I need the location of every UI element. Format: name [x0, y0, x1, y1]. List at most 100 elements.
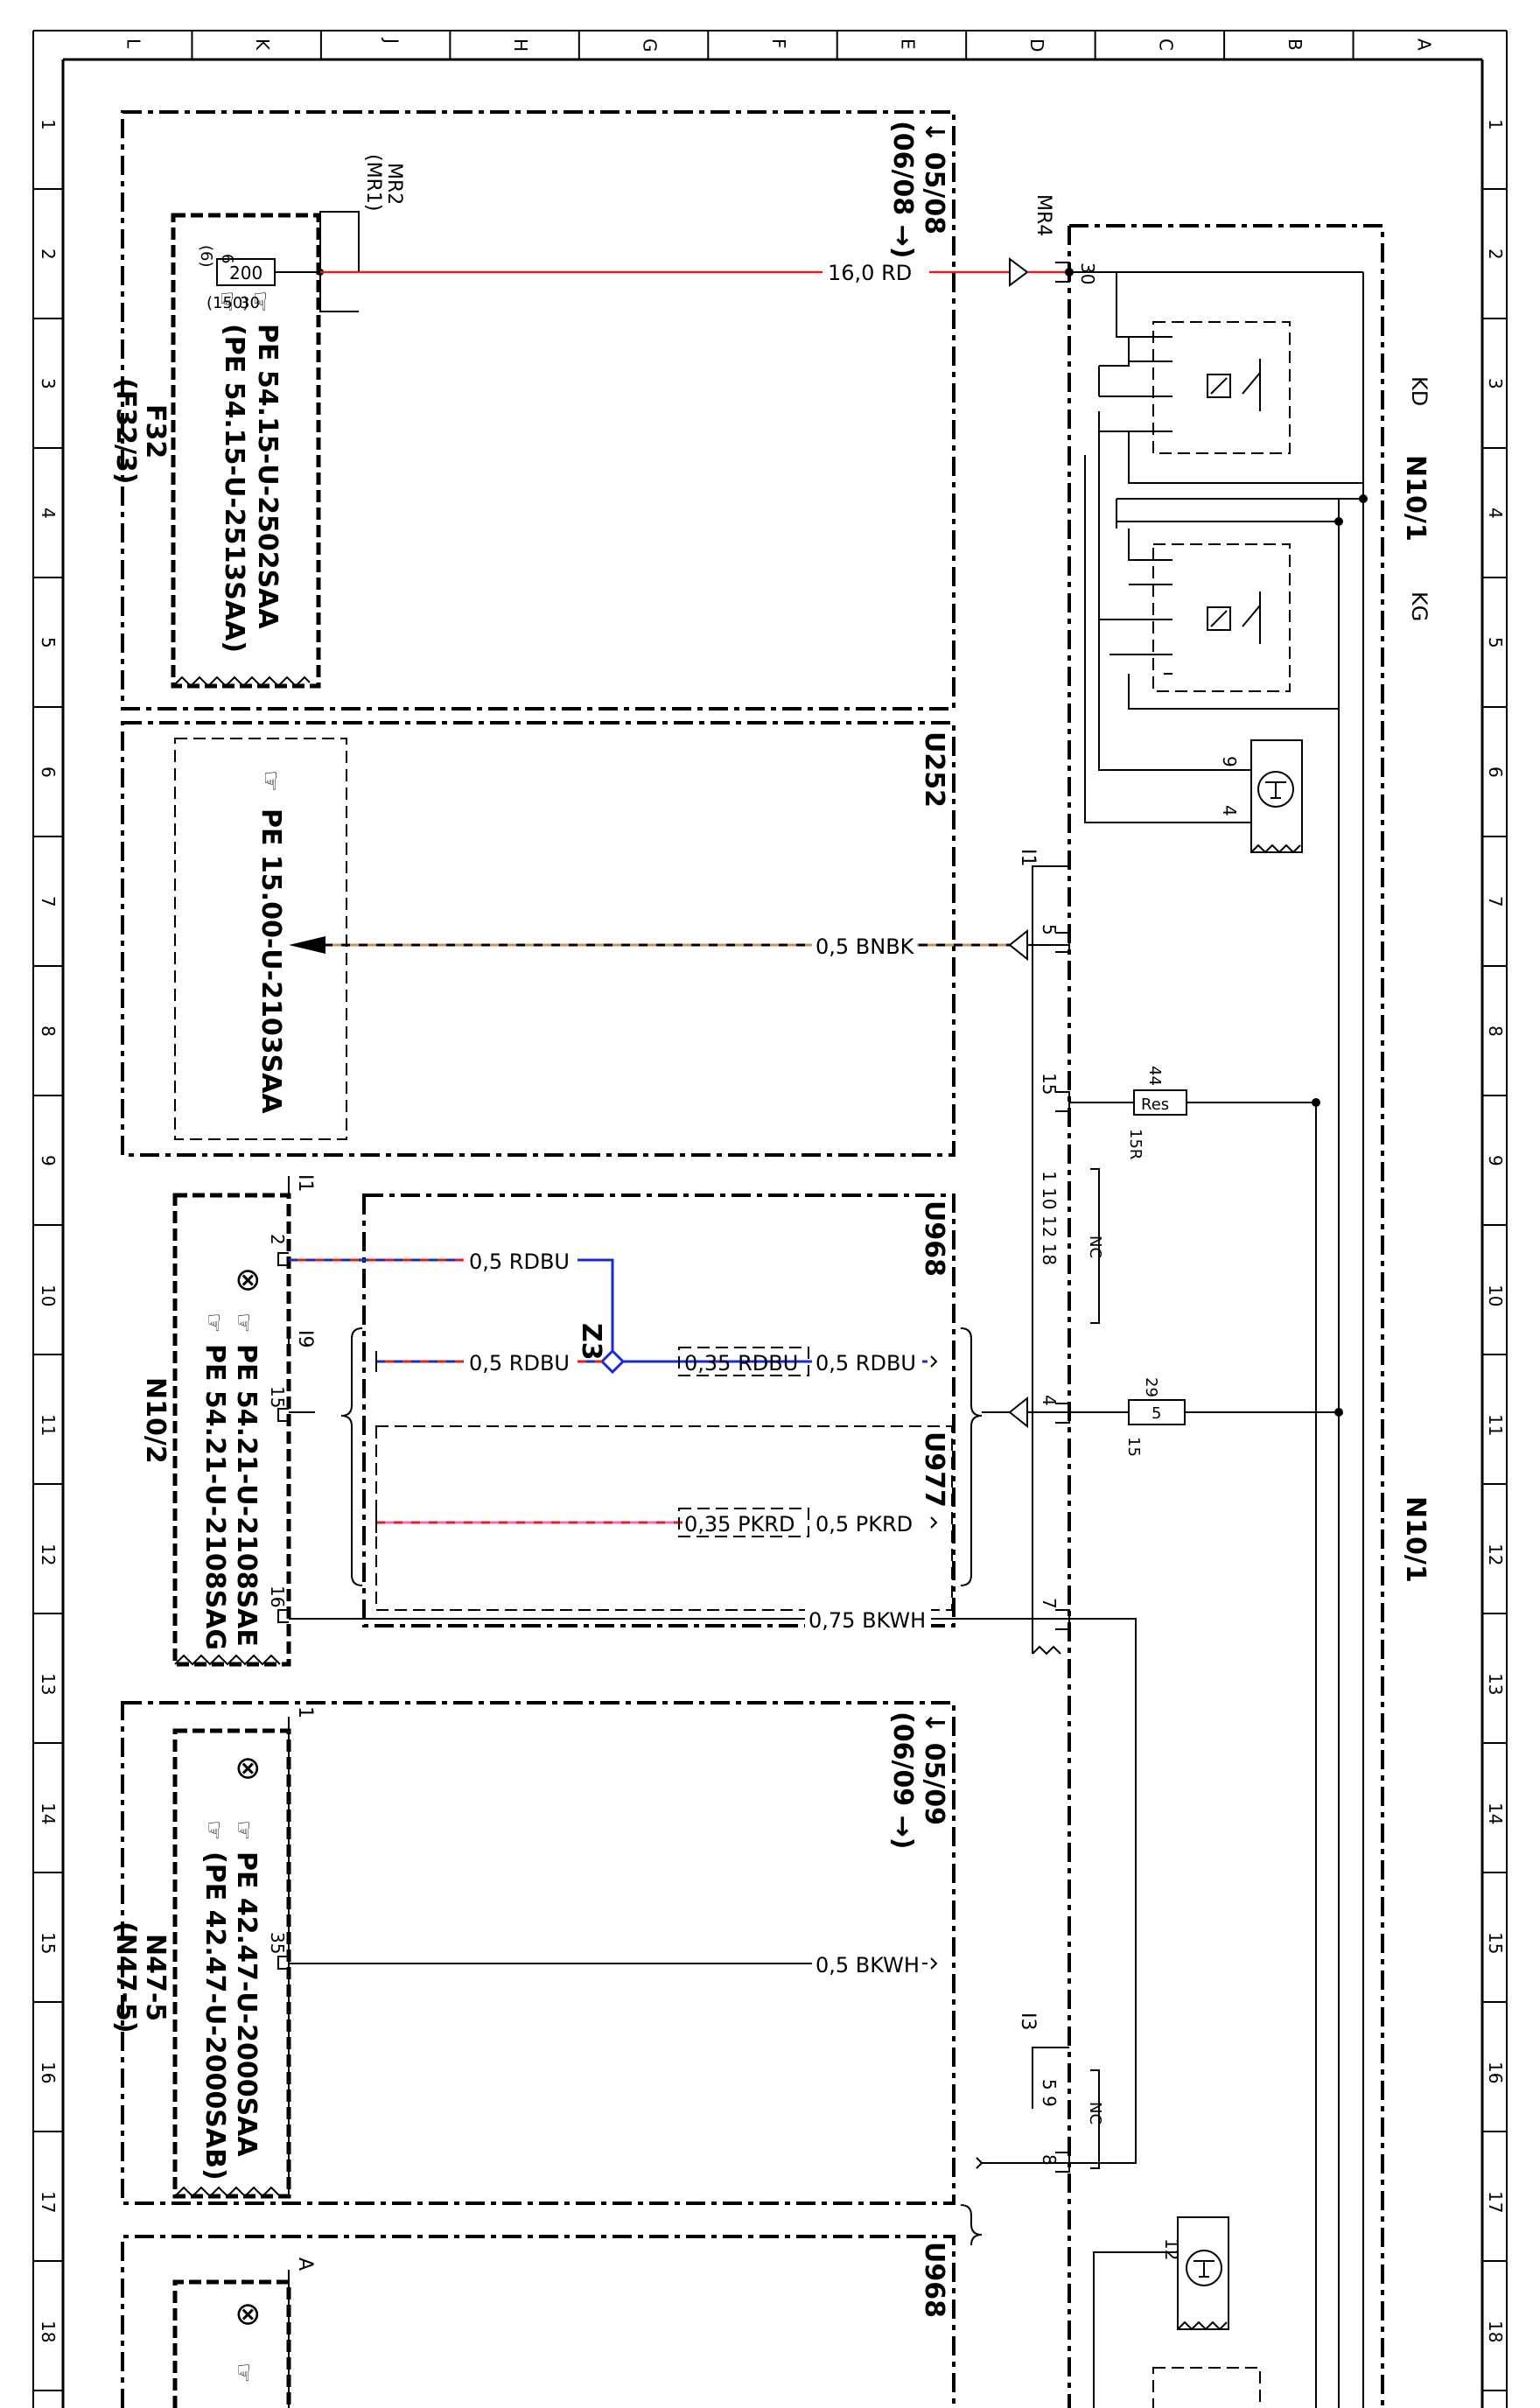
fuse-num: 29 — [1142, 1377, 1160, 1397]
f32-alt-label: (F32/3) — [110, 378, 141, 485]
fuse-value: 200 — [229, 262, 262, 284]
manual-icon: ☞ — [230, 2362, 256, 2383]
column-label-d: D — [1026, 38, 1047, 52]
row-label-right-9: 9 — [1485, 1155, 1506, 1166]
transistor-icon: ⊗ — [230, 2301, 266, 2328]
pin-7: 7 — [1039, 1598, 1060, 1609]
row-label-left-9: 9 — [38, 1155, 59, 1166]
manual-icon: ☞ — [230, 1312, 256, 1333]
wire-label: 0,35 RDBU — [684, 1351, 798, 1376]
relay-kd — [1098, 272, 1291, 454]
n10-2-module: N10/2 ⊗ ☞ ☞ PE 54.21-U-2108SAE PE 54.21-… — [140, 1174, 316, 1667]
frame — [32, 30, 1508, 2408]
pin-2: 2 — [267, 1234, 288, 1245]
column-label-j: J — [382, 37, 402, 44]
relay-kg — [1099, 528, 1291, 692]
fuse-pin-bottom: 30 — [240, 294, 260, 312]
n47-5-ref1: PE 42.47-U-2000SAA — [231, 1852, 262, 2157]
transistor-lower: 12 — [1161, 2216, 1229, 2331]
row-label-left-11: 11 — [38, 1414, 59, 1436]
wire-label: 0,75 BKWH — [808, 1608, 926, 1633]
n10-1-label: N10/1 — [1400, 455, 1431, 542]
row-label-right-7: 7 — [1485, 896, 1506, 907]
row-label-right-15: 15 — [1485, 1932, 1506, 1954]
fuse-pin-bottom-alt: (150) — [206, 294, 248, 312]
wire-label: 16,0 RD — [828, 261, 912, 285]
n47-5-date-bottom: (06/09 →) — [887, 1712, 918, 1849]
u252-ref: PE 15.00-U-2103SAA — [256, 808, 286, 1114]
u968-lower-module: U968 A ⊗ ☞ — [121, 2204, 983, 2408]
f32-module: ↓ 05/08 (06/08 →) F32 (F32/3) PE 54.15-U… — [110, 110, 956, 710]
manual-icon: ☞ — [230, 1820, 256, 1840]
column-label-k: K — [252, 38, 273, 51]
fuse-symbol — [216, 258, 276, 286]
wire-label: 0,5 RDBU — [469, 1351, 570, 1376]
manual-icon: ☞ — [213, 290, 242, 312]
row-label-right-14: 14 — [1485, 1802, 1506, 1824]
transistor-driver: 9 4 — [1219, 739, 1303, 854]
pin-15-left: 15 — [267, 1386, 288, 1408]
mr1-label: (MR1) — [362, 154, 384, 211]
connector-i1: I1 — [1017, 849, 1039, 867]
pin-4: 4 — [1219, 805, 1240, 816]
u252-label: U252 — [919, 732, 949, 808]
manual-icon: ☞ — [246, 290, 275, 312]
fuse-sub: 15 — [1124, 1437, 1143, 1457]
row-label-left-14: 14 — [38, 1802, 59, 1824]
mr2-label: MR2 — [383, 163, 405, 205]
column-label-e: E — [897, 38, 918, 50]
wire-label: 0,5 RDBU — [469, 1250, 570, 1274]
wire-035-rdbu: 0,35 RDBU 0,5 RDBU — [623, 1347, 938, 1376]
pin-35: 35 — [267, 1932, 288, 1954]
column-label-g: G — [640, 38, 661, 52]
u977-label: U977 — [919, 1432, 949, 1508]
pin-4-n10: 4 — [1039, 1395, 1060, 1406]
n47-5-alt-label: (N47-5) — [110, 1922, 141, 2034]
wire-05-bnbk: 0,5 BNBK 5 — [289, 924, 1069, 962]
nc-label-2: NC — [1086, 2102, 1104, 2124]
row-label-left-5: 5 — [38, 637, 59, 648]
wire-label: 0,5 BNBK — [816, 934, 915, 959]
mr4-label: MR4 — [1032, 194, 1054, 236]
row-label-left-2: 2 — [38, 248, 59, 260]
f32-date-bottom: (06/08 →) — [887, 121, 918, 258]
row-dividers — [33, 188, 1507, 2391]
pin-16: 16 — [267, 1586, 288, 1607]
row-label-right-5: 5 — [1485, 637, 1506, 648]
row-label-right-13: 13 — [1485, 1673, 1506, 1695]
pin-5: 5 — [1039, 924, 1060, 935]
column-label-b: B — [1284, 38, 1306, 51]
n10-1-module: N10/1 N10/1 KD KG 30 — [1017, 224, 1432, 2408]
column-dividers — [191, 31, 1354, 60]
fuse-5a — [1128, 1399, 1186, 1425]
row-label-right-8: 8 — [1485, 1026, 1506, 1037]
row-label-right-1: 1 — [1485, 119, 1506, 130]
row-label-left-13: 13 — [38, 1673, 59, 1695]
wire-16-rd: 16,0 RD MR4 — [320, 194, 1069, 287]
nc-pins-1: 1 10 12 18 — [1039, 1171, 1060, 1265]
f32-date-top: ↓ 05/08 — [919, 121, 949, 234]
row-label-left-18: 18 — [38, 2320, 59, 2342]
n10-1-label: N10/1 — [1400, 1496, 1431, 1583]
n47-5-ref2: (PE 42.47-U-2000SAB) — [200, 1852, 230, 2180]
relay-kd-label: KD — [1407, 376, 1432, 406]
u968-module: U968 U977 — [340, 1194, 983, 1628]
wire-035-pkrd: 0,35 PKRD 0,5 PKRD — [375, 1508, 938, 1537]
column-label-a: A — [1413, 38, 1434, 51]
row-label-left-6: 6 — [38, 766, 59, 778]
resistor-sub: 15R — [1126, 1129, 1144, 1159]
u968-label: U968 — [919, 1200, 949, 1277]
row-label-right-4: 4 — [1485, 508, 1506, 519]
f32-label: F32 — [140, 404, 171, 458]
row-label-left-3: 3 — [38, 378, 59, 389]
f32-ref2: (PE 54.15-U-2513SAA) — [219, 324, 249, 653]
nc-label-1: NC — [1086, 1236, 1104, 1258]
pin-30: 30 — [1077, 262, 1098, 284]
pin-a: A — [294, 2258, 316, 2271]
resistor-label: Res — [1141, 1096, 1169, 1114]
wire-label: 0,5 PKRD — [816, 1512, 913, 1536]
u968-lower-label: U968 — [919, 2242, 949, 2318]
wire-label: 0,5 BKWH — [816, 1953, 920, 1978]
